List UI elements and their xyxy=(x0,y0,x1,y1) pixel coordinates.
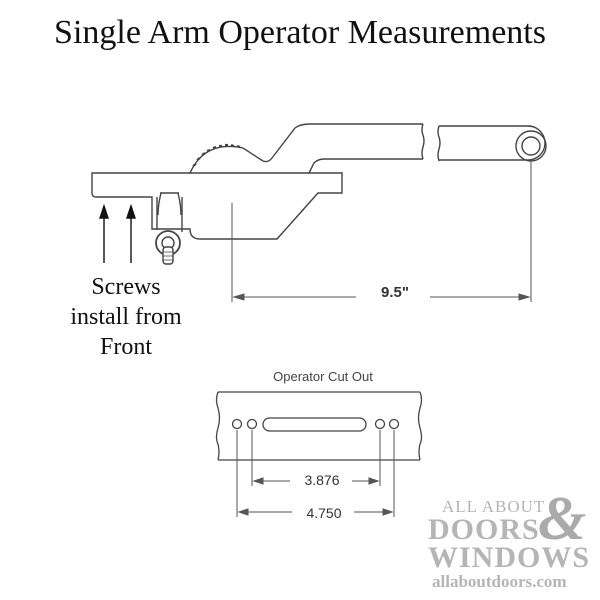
screw-arrow-icon xyxy=(99,203,109,219)
dimension-arrow-right-icon xyxy=(518,293,531,301)
logo-line3: WINDOWS xyxy=(428,541,591,574)
arm-pivot-inner xyxy=(521,136,541,156)
inner-spacing-label: 3.876 xyxy=(292,472,352,488)
arm-pivot-outer xyxy=(515,130,547,162)
logo-website: allaboutdoors.com xyxy=(432,572,567,591)
cutout-title: Operator Cut Out xyxy=(248,369,398,384)
screw-boss xyxy=(156,192,183,232)
screws-note-line: Screws xyxy=(91,274,161,300)
brand-logo: & ALL ABOUT DOORS WINDOWS allaboutdoors.… xyxy=(428,485,600,592)
gear-arc xyxy=(189,145,264,174)
page-title: Single Arm Operator Measurements xyxy=(54,14,546,51)
mounting-hole xyxy=(374,418,386,430)
dimension-arrow-left-icon xyxy=(232,293,245,301)
slot-cutout xyxy=(262,417,367,432)
gear-teeth xyxy=(192,143,241,167)
logo-ampersand: & xyxy=(538,485,587,553)
screw-shaft xyxy=(162,246,174,265)
overall-length-label: 9.5" xyxy=(360,284,430,301)
cutout-plate xyxy=(215,391,423,461)
screws-install-note: Screws install from Front xyxy=(46,272,206,362)
screw-arrow-icon xyxy=(126,203,136,219)
logo-line2: DOORS xyxy=(428,513,540,546)
mounting-hole xyxy=(231,418,243,430)
arm-end xyxy=(439,125,546,161)
screws-note-line: Front xyxy=(99,334,152,360)
logo-line1: ALL ABOUT xyxy=(442,497,546,516)
mounting-hole xyxy=(246,418,258,430)
mounting-hole xyxy=(388,418,400,430)
operator-arm xyxy=(262,123,423,174)
screws-note-line: install from xyxy=(70,304,182,330)
base-plate xyxy=(91,172,343,240)
outer-spacing-label: 4.750 xyxy=(294,505,354,521)
